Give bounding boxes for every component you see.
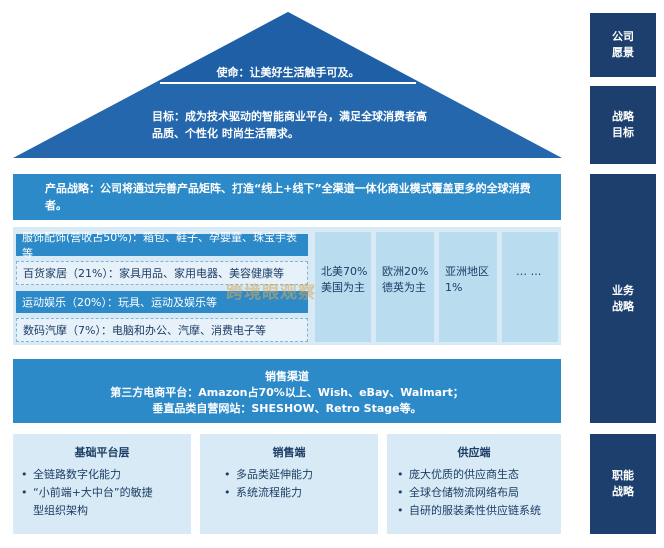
- category-sports: 运动娱乐（20%）：玩具、运动及娱乐等: [16, 291, 308, 313]
- region-north-america: 北美70% 美国为主: [315, 232, 371, 342]
- column-platform-title: 基础平台层: [74, 446, 130, 459]
- list-item: 多品类延伸能力: [224, 466, 378, 484]
- watermark: 跨境眼观察: [226, 283, 316, 303]
- column-platform: 基础平台层 全链路数字化能力 “小前端+大中台”的敏捷型组织架构: [13, 434, 191, 534]
- product-strategy-strip: 产品战略：公司将通过完善产品矩阵、打造“线上+线下”全渠道一体化商业模式覆盖更多…: [13, 174, 561, 220]
- list-item: “小前端+大中台”的敏捷型组织架构: [21, 484, 191, 520]
- sales-channel-line1: 第三方电商平台：Amazon占70%以上、Wish、eBay、Walmart；: [110, 386, 464, 399]
- goal-text: 目标：成为技术驱动的智能商业平台，满足全球消费者高品质、个性化 时尚生活需求。: [152, 110, 427, 140]
- side-label-function: 职能 战略: [590, 434, 656, 534]
- region-asia: 亚洲地区 1%: [439, 232, 497, 342]
- side-label-vision: 公司 愿景: [590, 13, 656, 77]
- column-supply: 供应端 庞大优质的供应商生态 全球仓储物流网络布局 自研的服装柔性供应链系统: [387, 434, 561, 534]
- sales-channel-title: 销售渠道: [265, 370, 309, 383]
- column-supply-title: 供应端: [457, 446, 491, 459]
- column-sales: 销售端 多品类延伸能力 系统流程能力: [200, 434, 378, 534]
- category-home: 百货家居（21%）：家具用品、家用电器、美容健康等: [16, 261, 308, 285]
- category-apparel: 服饰配饰(营收占50%)：箱包、鞋子、孕婴童、珠宝手表等: [16, 231, 308, 260]
- sales-channel-strip: 销售渠道 第三方电商平台：Amazon占70%以上、Wish、eBay、Walm…: [13, 359, 561, 423]
- list-item: 全链路数字化能力: [21, 466, 191, 484]
- sales-channel-line2: 垂直品类自营网站：SHESHOW、Retro Stage等。: [152, 402, 422, 415]
- list-item: 系统流程能力: [224, 484, 378, 502]
- region-more: … …: [502, 232, 558, 342]
- category-digital: 数码汽摩（7%）：电脑和办公、汽摩、消费电子等: [16, 318, 308, 342]
- mission-text: 使命：让美好生活触手可及。: [216, 66, 360, 79]
- column-sales-title: 销售端: [272, 446, 306, 459]
- list-item: 自研的服装柔性供应链系统: [397, 502, 561, 520]
- list-item: 庞大优质的供应商生态: [397, 466, 561, 484]
- product-strategy-text: 产品战略：公司将通过完善产品矩阵、打造“线上+线下”全渠道一体化商业模式覆盖更多…: [45, 182, 531, 212]
- pyramid-roof: [13, 12, 562, 158]
- region-europe: 欧洲20% 德英为主: [376, 232, 434, 342]
- side-label-business: 业务 战略: [590, 174, 656, 423]
- list-item: 全球仓储物流网络布局: [397, 484, 561, 502]
- side-label-goal: 战略 目标: [590, 86, 656, 164]
